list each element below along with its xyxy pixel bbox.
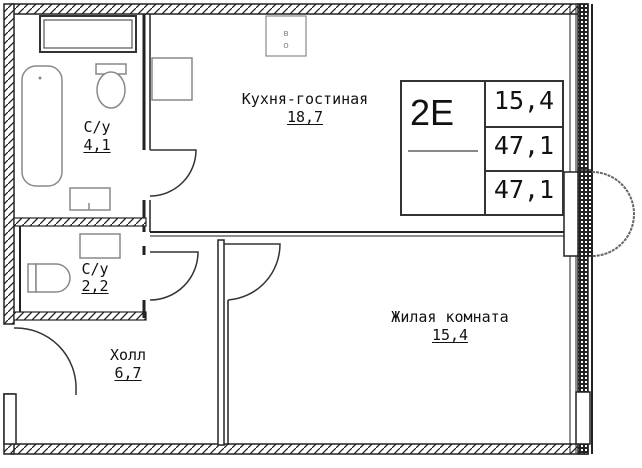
room-area: 2,2	[81, 277, 109, 295]
spec-box	[400, 80, 564, 216]
toilet-icon-2	[27, 263, 71, 293]
room-name: Жилая комната	[391, 308, 509, 326]
sink-icon-2	[79, 233, 121, 259]
room-area: 15,4	[431, 326, 469, 344]
ventilation-shaft	[265, 15, 307, 57]
living-area-value: 15,4	[493, 86, 555, 115]
window-bottom-right	[575, 391, 591, 445]
total-area-value: 47,1	[493, 131, 555, 160]
kitchen-appliance-icon	[151, 57, 193, 101]
toilet-icon	[95, 63, 127, 109]
room-name: Холл	[109, 346, 147, 364]
room-bathroom-2: С/у 2,2	[70, 262, 120, 294]
balcony-door	[563, 169, 635, 257]
sink-icon	[69, 187, 111, 211]
room-area: 18,7	[286, 108, 324, 126]
room-name: Кухня-гостиная	[241, 90, 369, 108]
exterior-walls	[3, 3, 593, 455]
room-hall: Холл 6,7	[98, 348, 158, 381]
door-swings	[13, 149, 281, 395]
svg-text:в: в	[283, 29, 288, 39]
room-area: 4,1	[83, 136, 111, 154]
entrance-door-frame	[3, 393, 17, 445]
svg-text:о: о	[283, 41, 289, 51]
interior-walls	[13, 14, 578, 446]
room-bathroom-1: С/у 4,1	[72, 120, 122, 153]
room-name: С/у	[81, 260, 109, 278]
total-area-balcony-value: 47,1	[493, 175, 555, 204]
room-name: С/у	[83, 118, 111, 136]
room-bedroom: Жилая комната 15,4	[350, 310, 550, 343]
apartment-code: 2E	[410, 92, 455, 133]
bathtub-icon	[21, 65, 63, 187]
room-kitchen-living: Кухня-гостиная 18,7	[215, 92, 395, 125]
room-area: 6,7	[114, 364, 142, 382]
